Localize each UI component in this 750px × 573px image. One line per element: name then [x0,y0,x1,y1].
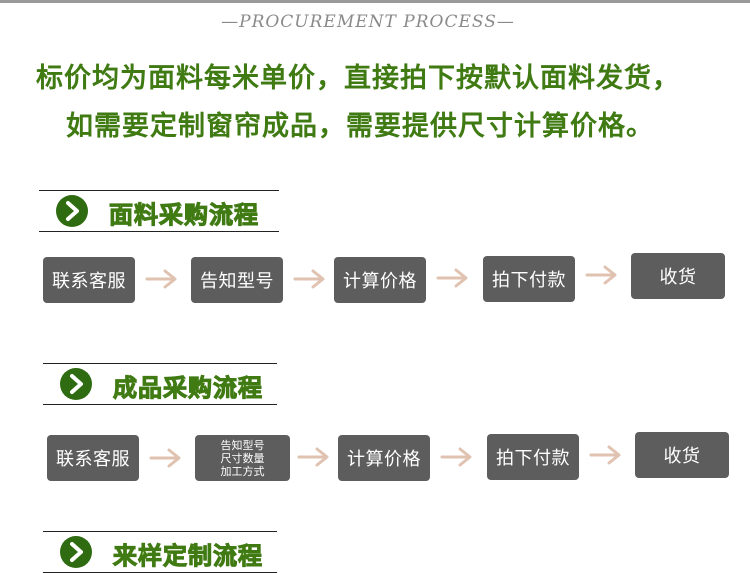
arrow-right-icon [436,268,468,288]
arrow-right-icon [589,445,621,465]
arrow-right-icon [297,447,329,467]
pricing-notice-line-1: 标价均为面料每米单价，直接拍下按默认面料发货， [36,63,680,94]
section-header-fabric: 面料采购流程 [39,190,279,232]
arrow-right-icon [440,447,472,467]
chevron-right-circle-icon [60,368,92,400]
chevron-right-circle-icon [60,536,92,568]
step-place-order-pay: 拍下付款 [483,256,575,302]
step-contact-service: 联系客服 [43,257,135,303]
arrow-right-icon [585,265,617,285]
step-provide-model-size-processing: 告知型号 尺寸数量 加工方式 [195,435,290,481]
step-receive-goods: 收货 [635,432,729,478]
arrow-right-icon [149,448,181,468]
procurement-process-heading: —PROCUREMENT PROCESS— [221,12,515,32]
step-receive-goods: 收货 [631,253,725,299]
step-contact-service: 联系客服 [47,435,139,481]
top-divider [0,0,750,3]
pricing-notice-line-2: 如需要定制窗帘成品，需要提供尺寸计算价格。 [66,111,654,142]
step-line-model: 告知型号 [220,438,265,452]
chevron-right-circle-icon [56,195,88,227]
section-header-sample-custom: 来样定制流程 [43,531,277,573]
section-header-finished-product: 成品采购流程 [43,363,277,405]
section-title: 来样定制流程 [113,542,263,571]
step-place-order-pay: 拍下付款 [487,434,579,480]
step-provide-model: 告知型号 [191,257,283,303]
arrow-right-icon [293,269,325,289]
step-calculate-price: 计算价格 [338,435,430,481]
section-title: 面料采购流程 [109,201,259,230]
arrow-right-icon [145,269,177,289]
step-line-size-quantity: 尺寸数量 [220,451,265,465]
section-title: 成品采购流程 [113,374,263,403]
step-calculate-price: 计算价格 [334,257,426,303]
step-line-processing-method: 加工方式 [220,464,265,478]
